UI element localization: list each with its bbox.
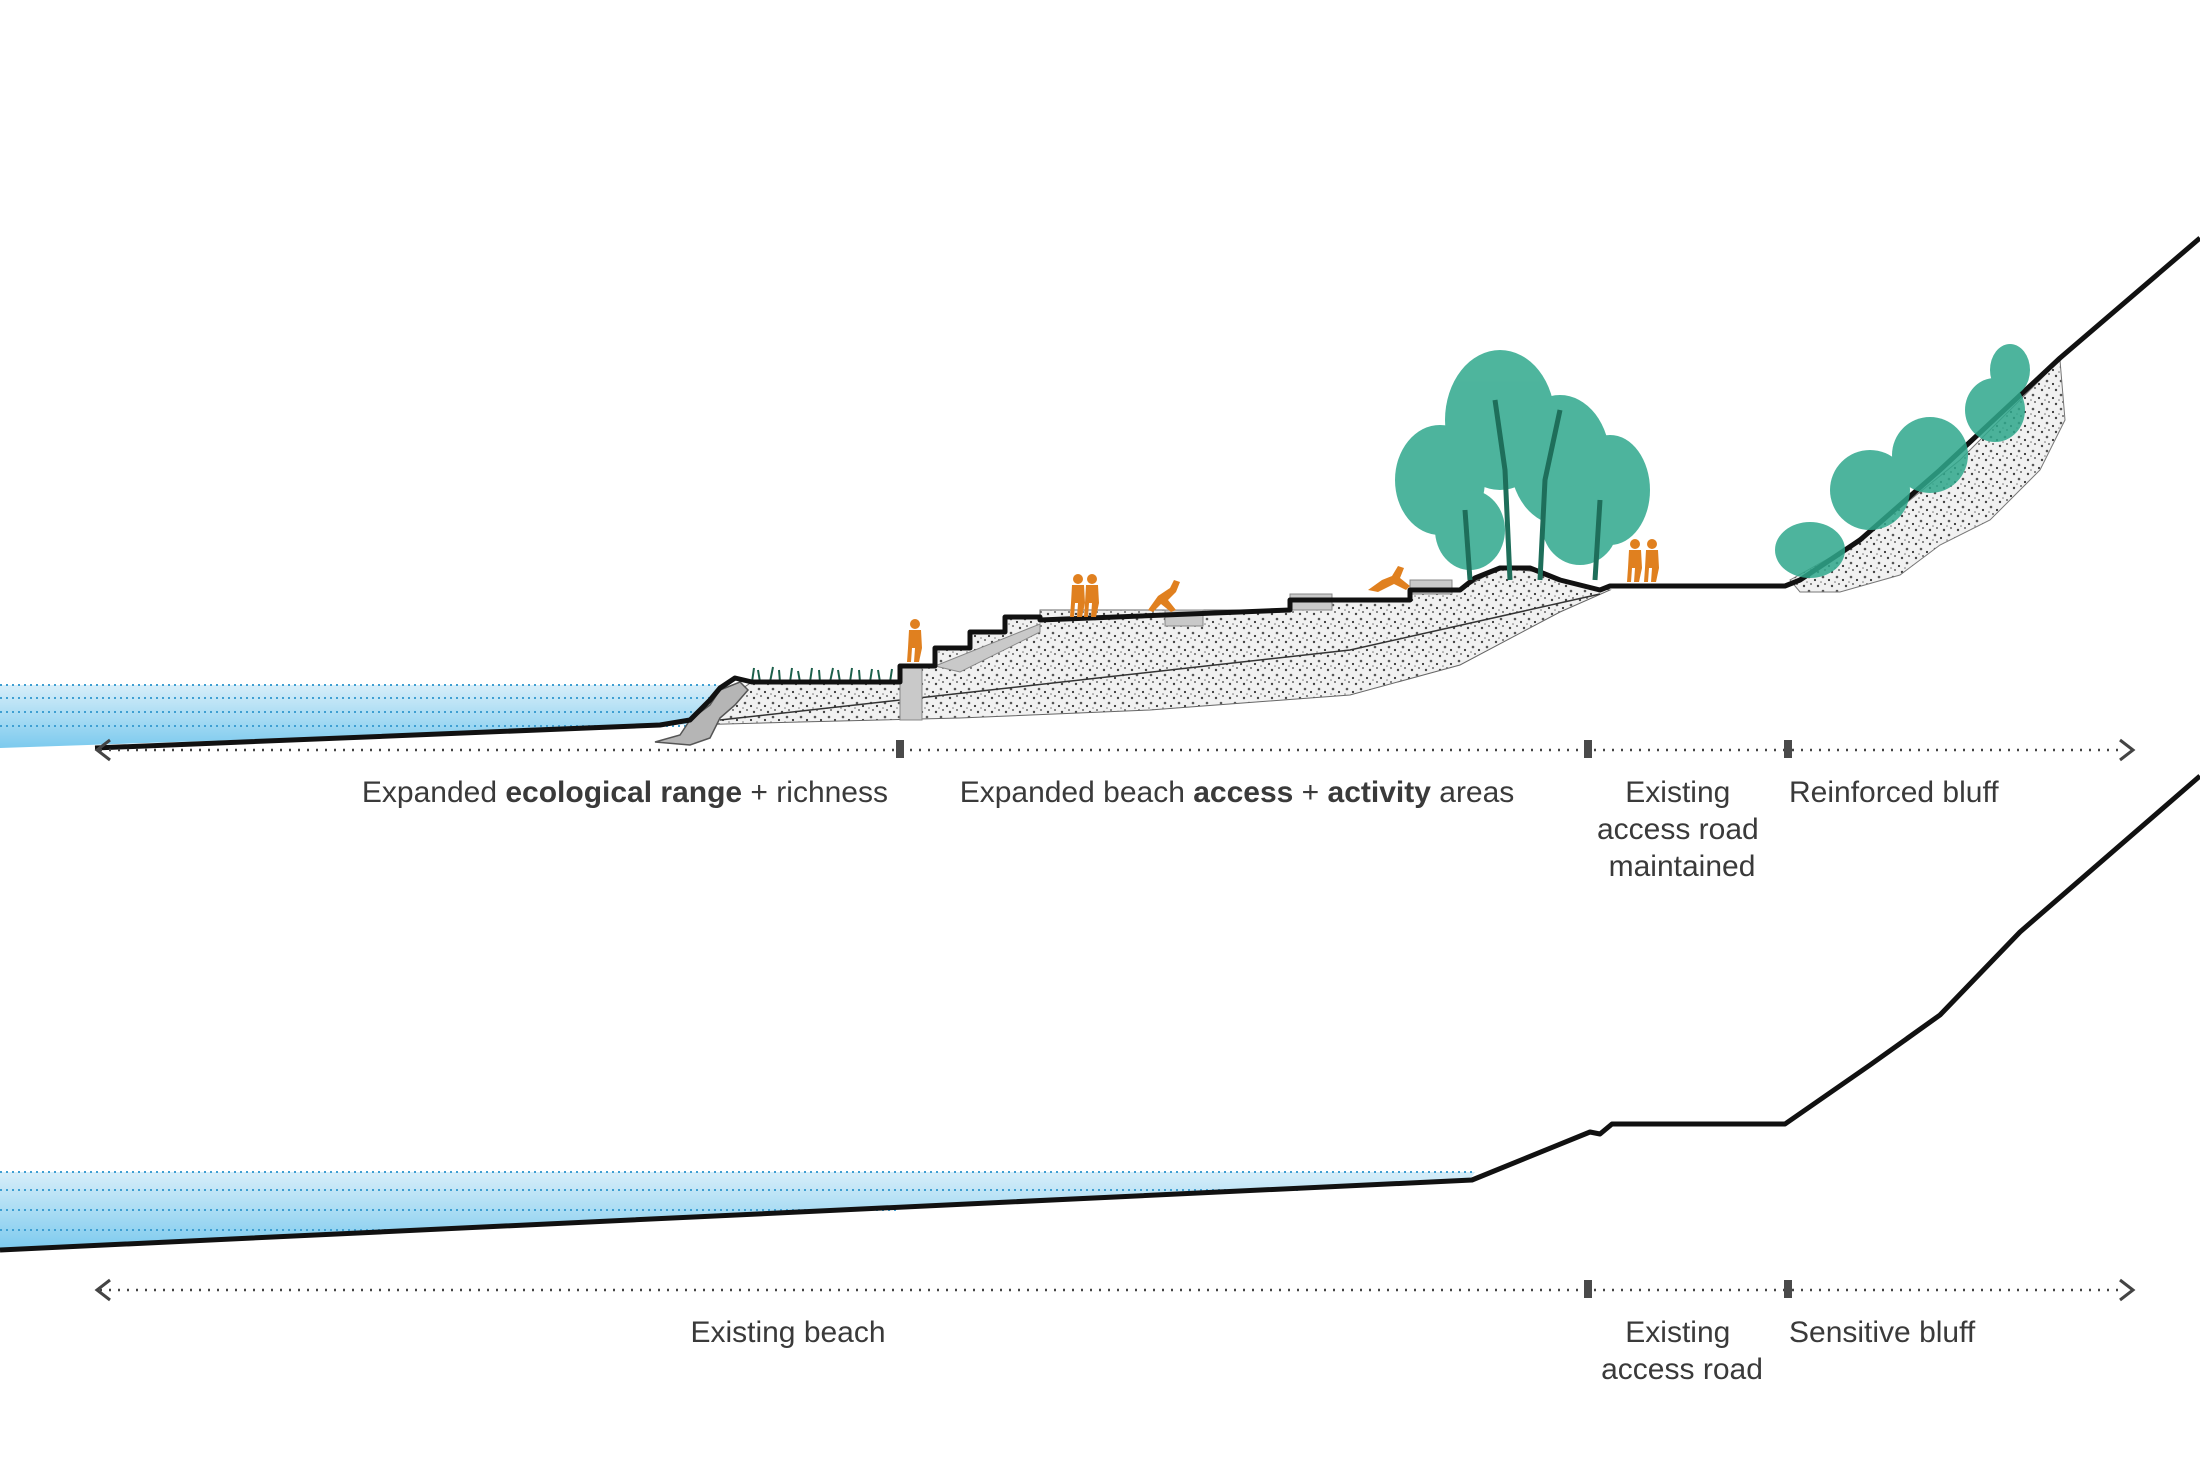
proposed-zone-axis bbox=[94, 738, 2136, 762]
marsh-vegetation bbox=[751, 666, 893, 683]
arrow-right-icon bbox=[2119, 1278, 2136, 1302]
tick-marker-icon bbox=[896, 740, 904, 758]
tree-cluster bbox=[1395, 350, 1650, 581]
arrow-left-icon bbox=[94, 1278, 111, 1302]
zone-label-access: Expanded beach access + activity areas bbox=[960, 776, 1515, 809]
zone-label-reinforced-bluff: Reinforced bluff bbox=[1789, 776, 1999, 809]
proposed-ground-line bbox=[94, 236, 2200, 751]
arrow-left-icon bbox=[94, 738, 111, 762]
zone-label-road-maintained: Existing access road maintained bbox=[1597, 776, 1767, 883]
gravel-fill bbox=[688, 567, 1612, 726]
zone-label-existing-beach: Existing beach bbox=[690, 1316, 885, 1349]
water-body bbox=[0, 685, 720, 748]
proposed-section: Expanded ecological range + richness Exp… bbox=[0, 236, 2200, 883]
zone-label-ecological: Expanded ecological range + richness bbox=[362, 776, 888, 809]
water-level-lines bbox=[0, 684, 720, 727]
arrow-right-icon bbox=[2119, 738, 2136, 762]
existing-water-level-lines bbox=[0, 1171, 1475, 1231]
tree-icon bbox=[1492, 399, 1513, 581]
people-figures bbox=[907, 539, 1659, 662]
existing-ground-line bbox=[0, 774, 2200, 1253]
zone-label-sensitive-bluff: Sensitive bluff bbox=[1789, 1316, 1976, 1349]
zone-label-existing-road: Existing access road bbox=[1601, 1316, 1763, 1386]
existing-zone-axis bbox=[94, 1278, 2136, 1302]
person-figure-icon bbox=[907, 619, 922, 662]
bluff-shrubs bbox=[1775, 344, 2030, 578]
existing-section: Existing beach Existing access road Sens… bbox=[0, 774, 2200, 1386]
